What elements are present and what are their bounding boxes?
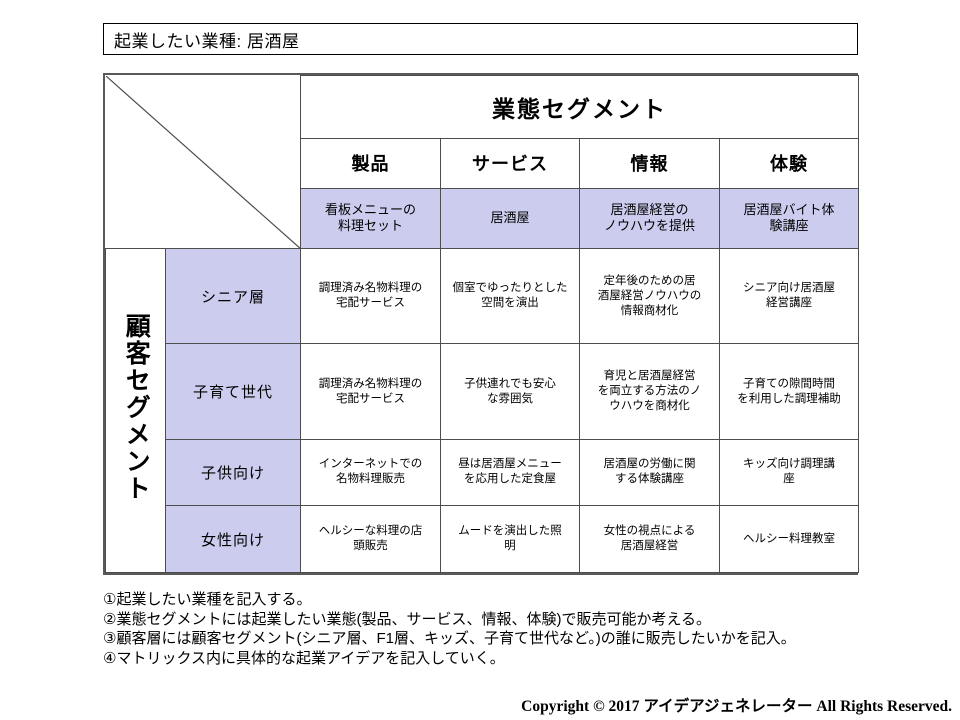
matrix-table: 業態セグメント 製品 サービス 情報 体験 看板メニューの料理セット 居酒屋 居… bbox=[105, 75, 859, 573]
row-axis-label: 顧客セグメント bbox=[105, 248, 166, 573]
column-header-experience: 体験 bbox=[719, 137, 859, 189]
idea-cell-childrearing-info: 育児と居酒屋経営を両立する方法のノウハウを商材化 bbox=[579, 343, 720, 440]
idea-cell-childrearing-service: 子供連れでも安心な雰囲気 bbox=[440, 343, 580, 440]
idea-cell-women-info: 女性の視点による居酒屋経営 bbox=[579, 505, 720, 573]
column-header-product: 製品 bbox=[300, 137, 441, 189]
matrix-example-row: 看板メニューの料理セット 居酒屋 居酒屋経営のノウハウを提供 居酒屋バイト体験講… bbox=[106, 187, 859, 250]
idea-cell-women-product: ヘルシーな料理の店頭販売 bbox=[300, 505, 441, 573]
instruction-line-1: ①起業したい業種を記入する。 bbox=[103, 591, 312, 608]
diagonal-divider-icon bbox=[105, 75, 300, 249]
business-type-title-box: 起業したい業種: 居酒屋 bbox=[103, 23, 858, 55]
row-header-childrearing: 子育て世代 bbox=[165, 343, 301, 440]
idea-cell-women-experience: ヘルシー料理教室 bbox=[719, 505, 859, 573]
column-axis-label: 業態セグメント bbox=[300, 75, 859, 139]
idea-cell-senior-experience: シニア向け居酒屋経営講座 bbox=[719, 248, 859, 345]
idea-cell-children-info: 居酒屋の労働に関する体験講座 bbox=[579, 438, 720, 507]
matrix-row-childrearing: 子育て世代 調理済み名物料理の宅配サービス 子供連れでも安心な雰囲気 育児と居酒… bbox=[106, 343, 859, 440]
idea-cell-senior-product: 調理済み名物料理の宅配サービス bbox=[300, 248, 441, 345]
row-header-children: 子供向け bbox=[165, 438, 301, 507]
row-axis-label-text: 顧客セグメント bbox=[122, 312, 151, 502]
idea-cell-women-service: ムードを演出した照明 bbox=[440, 505, 580, 573]
row-header-senior: シニア層 bbox=[165, 248, 301, 345]
column-header-info: 情報 bbox=[579, 137, 720, 189]
segment-matrix: 業態セグメント 製品 サービス 情報 体験 看板メニューの料理セット 居酒屋 居… bbox=[103, 73, 859, 575]
instruction-line-4: ④マトリックス内に具体的な起業アイデアを記入していく。 bbox=[103, 649, 505, 667]
matrix-row-women: 女性向け ヘルシーな料理の店頭販売 ムードを演出した照明 女性の視点による居酒屋… bbox=[106, 505, 859, 573]
copyright-notice: Copyright © 2017 アイデアジェネレーター All Rights … bbox=[521, 698, 952, 715]
matrix-row-senior: 顧客セグメント シニア層 調理済み名物料理の宅配サービス 個室でゆったりとした空… bbox=[105, 248, 859, 573]
matrix-header-row-columns: 製品 サービス 情報 体験 bbox=[106, 137, 859, 189]
diagonal-corner-cell bbox=[105, 75, 301, 250]
example-cell-experience: 居酒屋バイト体験講座 bbox=[719, 187, 859, 250]
instructions-list: ①起業したい業種を記入する。 ②業態セグメントには起業したい業態(製品、サービス… bbox=[103, 590, 903, 668]
idea-cell-children-service: 昼は居酒屋メニューを応用した定食屋 bbox=[440, 438, 580, 507]
idea-cell-childrearing-experience: 子育ての隙間時間を利用した調理補助 bbox=[719, 343, 859, 440]
matrix-row-children: 子供向け インターネットでの名物料理販売 昼は居酒屋メニューを応用した定食屋 居… bbox=[106, 438, 859, 507]
example-cell-product: 看板メニューの料理セット bbox=[300, 187, 441, 250]
page-title: 起業したい業種: 居酒屋 bbox=[114, 31, 300, 51]
idea-cell-children-product: インターネットでの名物料理販売 bbox=[300, 438, 441, 507]
instruction-line-3: ③顧客層には顧客セグメント(シニア層、F1層、キッズ、子育て世代など。)の誰に販… bbox=[103, 630, 796, 647]
instruction-line-2: ②業態セグメントには起業したい業態(製品、サービス、情報、体験)で販売可能か考え… bbox=[103, 610, 711, 628]
idea-cell-senior-service: 個室でゆったりとした空間を演出 bbox=[440, 248, 580, 345]
example-cell-info: 居酒屋経営のノウハウを提供 bbox=[579, 187, 720, 250]
idea-cell-senior-info: 定年後のための居酒屋経営ノウハウの情報商材化 bbox=[579, 248, 720, 345]
idea-cell-childrearing-product: 調理済み名物料理の宅配サービス bbox=[300, 343, 441, 440]
idea-cell-children-experience: キッズ向け調理講座 bbox=[719, 438, 859, 507]
column-header-service: サービス bbox=[440, 137, 580, 189]
matrix-header-row-group: 業態セグメント bbox=[105, 75, 859, 250]
row-header-women: 女性向け bbox=[165, 505, 301, 573]
example-cell-service: 居酒屋 bbox=[440, 187, 580, 250]
